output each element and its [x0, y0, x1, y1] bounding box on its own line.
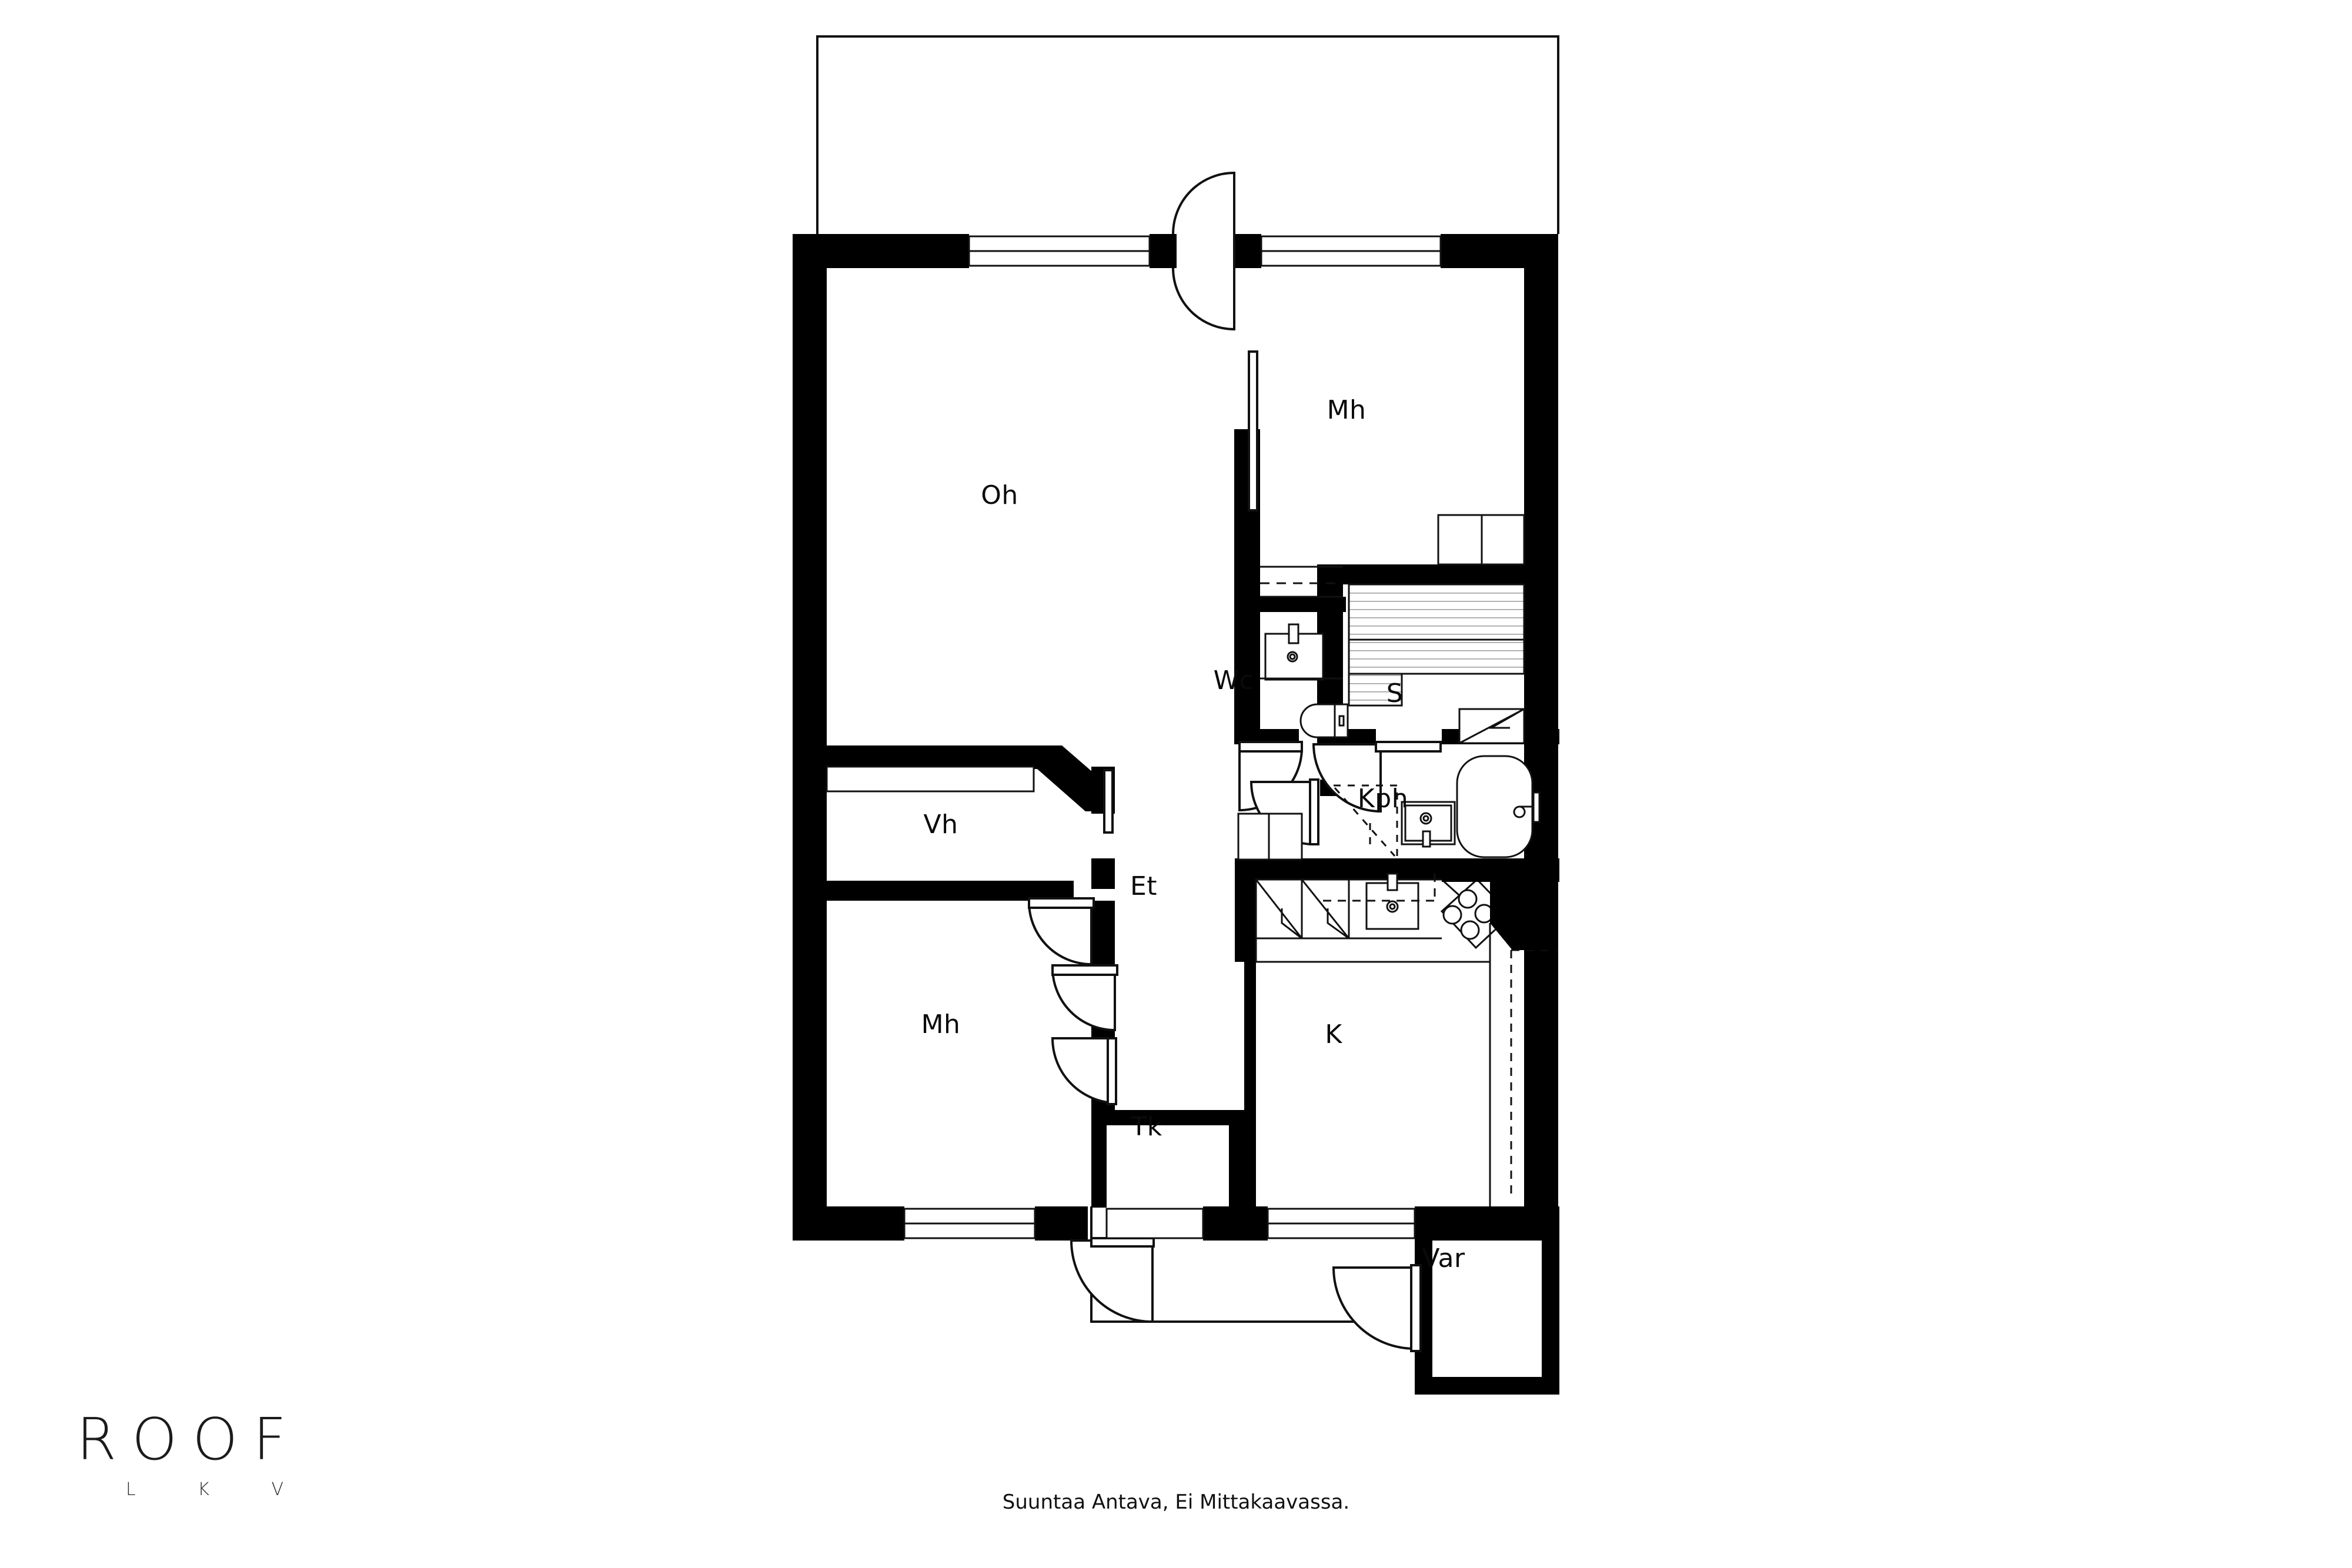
sink-icon [1264, 623, 1324, 681]
room-label-oh: Oh [981, 480, 1018, 510]
room-label-s: S [1387, 678, 1403, 708]
balcony-outline [816, 35, 1559, 234]
room-label-tk: Tk [1130, 1112, 1162, 1142]
room-labels: Oh Mh Wc S Kph Vh Et Mh K Tk Var [921, 395, 1465, 1273]
brand-subtitle: L K V [126, 1479, 312, 1500]
windows [903, 235, 1442, 1239]
wc-fixtures [1260, 623, 1349, 738]
sauna-stove-icon [1458, 708, 1525, 744]
sink-icon [1401, 801, 1456, 848]
room-label-wc: Wc [1214, 666, 1254, 696]
room-label-et: Et [1130, 871, 1157, 901]
sauna-bench-icon [1348, 583, 1525, 707]
disclaimer-text: Suuntaa Antava, Ei Mittakaavassa. [1002, 1490, 1350, 1514]
room-label-k: K [1325, 1019, 1342, 1049]
brand-name: ROOF [76, 1406, 302, 1473]
kph-fixtures [1334, 755, 1541, 858]
room-label-mh-upper: Mh [1327, 395, 1367, 425]
room-label-mh-lower: Mh [921, 1009, 961, 1039]
appliance-icon [1301, 878, 1350, 940]
sauna-fixtures [1348, 583, 1525, 744]
bathtub-icon [1456, 755, 1541, 858]
et-closet [1237, 813, 1303, 861]
kitchen-fixtures [1255, 872, 1558, 1206]
vh-shelf-icon [826, 765, 1035, 793]
entry-threshold [1105, 1208, 1204, 1239]
cooktop-icon [1440, 878, 1513, 950]
room-label-vh: Vh [924, 810, 958, 840]
brand-logo: ROOF L K V [76, 1411, 382, 1529]
appliance-icon [1255, 878, 1303, 940]
doors [1027, 171, 1442, 1352]
room-label-var: Var [1422, 1243, 1465, 1273]
sink-icon [1365, 872, 1419, 930]
shower-zone [1334, 784, 1398, 858]
kitchen-corner-wall [1442, 858, 1559, 950]
room-label-kph: Kph [1358, 784, 1408, 814]
mh-wardrobe-line [1260, 566, 1343, 598]
toilet-icon [1299, 703, 1349, 738]
mh-closet [1437, 514, 1525, 566]
